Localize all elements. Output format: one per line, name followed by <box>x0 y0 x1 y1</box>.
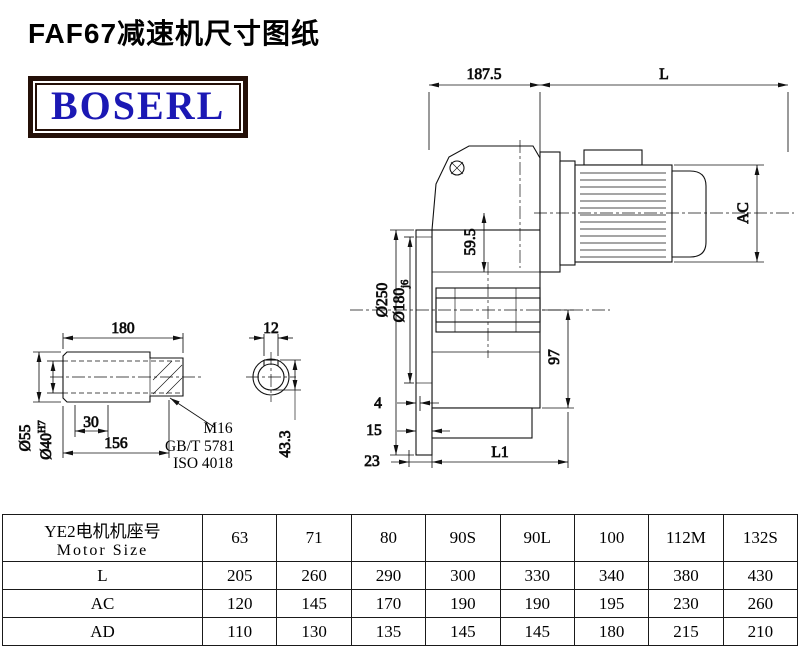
dim-shaft-diameters: Ø55 Ø40H7 <box>17 351 63 460</box>
table-header-motor-size: YE2电机机座号 Motor Size <box>2 514 203 562</box>
dimension-drawing: 187.5 L AC Ø250 Ø180j6 59.5 97 4 <box>17 66 794 472</box>
table-header-size: 71 <box>276 514 352 562</box>
table-header-size: 63 <box>201 514 278 562</box>
dim-97: 97 <box>542 309 574 409</box>
table-cell: 190 <box>425 589 501 618</box>
label-m16: M16 <box>203 420 233 437</box>
dim-label-d180: Ø180j6 <box>391 280 411 323</box>
boserl-logo-text: BOSERL <box>35 83 242 131</box>
table-row-AC: AC 120 145 170 190 190 195 230 260 <box>2 589 799 618</box>
table-cell: 300 <box>425 561 501 590</box>
gearbox-housing <box>350 140 610 456</box>
table-cell: 215 <box>648 617 724 646</box>
motor-body <box>574 164 673 263</box>
table-cell: 145 <box>425 617 501 646</box>
output-flange <box>415 229 433 456</box>
table-header-size: 80 <box>350 514 427 562</box>
dim-label-187-5: 187.5 <box>467 66 502 83</box>
label-iso-4018: ISO 4018 <box>173 455 233 472</box>
table-cell: 145 <box>276 589 352 618</box>
dim-label-23: 23 <box>364 453 380 470</box>
table-header-size: 90L <box>499 514 575 562</box>
dim-label-d55: Ø55 <box>17 424 34 451</box>
table-header-size: 112M <box>648 514 724 562</box>
table-cell: 135 <box>350 617 427 646</box>
motor <box>534 149 794 273</box>
table-header-size: 100 <box>573 514 650 562</box>
shaft-section-view <box>246 352 296 402</box>
table-cell: 210 <box>722 617 799 646</box>
dim-AC: AC <box>674 164 764 263</box>
page-title: FAF67减速机尺寸图纸 <box>28 18 321 49</box>
dim-label-d250: Ø250 <box>374 283 391 318</box>
terminal-box <box>583 149 643 166</box>
dim-label-156: 156 <box>104 435 128 452</box>
dim-label-59-5: 59.5 <box>462 228 479 255</box>
table-cell: 230 <box>648 589 724 618</box>
dim-label-4: 4 <box>374 395 382 412</box>
row-label: AD <box>2 617 203 646</box>
dim-label-L: L <box>659 66 668 83</box>
table-cell: 340 <box>573 561 650 590</box>
table-cell: 290 <box>350 561 427 590</box>
table-row-L: L 205 260 290 300 330 340 380 430 <box>2 561 799 590</box>
dim-label-97: 97 <box>546 349 563 365</box>
dim-shaft-180: 180 <box>62 320 184 353</box>
dim-label-d40: Ø40H7 <box>37 420 55 460</box>
fan-cover <box>671 170 707 258</box>
dim-label-12: 12 <box>263 320 279 337</box>
dim-shaft-lengths: 30 156 <box>62 400 170 458</box>
table-cell: 190 <box>499 589 575 618</box>
table-cell: 260 <box>276 561 352 590</box>
table-cell: 195 <box>573 589 650 618</box>
table-cell: 130 <box>276 617 352 646</box>
header-label-cn: YE2电机机座号 <box>44 521 161 541</box>
dim-label-L1: L1 <box>491 444 508 461</box>
dim-label-180: 180 <box>111 320 135 337</box>
dim-flange-diameters: Ø250 Ø180j6 <box>374 229 414 456</box>
header-label-en: Motor Size <box>56 541 149 559</box>
motor-adapter <box>539 151 561 273</box>
table-header-size: 132S <box>722 514 799 562</box>
dim-59-5: 59.5 <box>462 213 487 272</box>
table-cell: 260 <box>722 589 799 618</box>
row-label: AC <box>2 589 203 618</box>
table-cell: 205 <box>201 561 278 590</box>
table-cell: 430 <box>722 561 799 590</box>
table-row-AD: AD 110 130 135 145 145 180 215 210 <box>2 617 799 646</box>
table-cell: 170 <box>350 589 427 618</box>
table-cell: 110 <box>201 617 278 646</box>
dim-bottom-row: 4 15 23 L1 <box>364 395 569 470</box>
dim-label-43-3: 43.3 <box>277 430 294 457</box>
retaining-screw-callout: M16 GB/T 5781 ISO 4018 <box>165 397 235 472</box>
cooling-fins <box>580 172 666 258</box>
row-label: L <box>2 561 203 590</box>
dim-label-15: 15 <box>366 422 382 439</box>
dim-label-AC: AC <box>735 202 752 224</box>
dim-keyway: 12 43.3 <box>249 320 301 458</box>
motor-size-table: YE2电机机座号 Motor Size 63 71 80 90S 90L 100… <box>2 514 799 646</box>
table-cell: 380 <box>648 561 724 590</box>
table-cell: 330 <box>499 561 575 590</box>
table-cell: 180 <box>573 617 650 646</box>
table-cell: 120 <box>201 589 278 618</box>
label-gbt-5781: GB/T 5781 <box>165 438 235 455</box>
dim-label-30: 30 <box>83 414 99 431</box>
boserl-logo: BOSERL <box>28 76 249 138</box>
dim-187-5: 187.5 L <box>428 66 789 152</box>
output-shaft-detail <box>50 351 204 403</box>
table-header-row: YE2电机机座号 Motor Size 63 71 80 90S 90L 100… <box>2 514 799 562</box>
table-cell: 145 <box>499 617 575 646</box>
table-header-size: 90S <box>425 514 501 562</box>
